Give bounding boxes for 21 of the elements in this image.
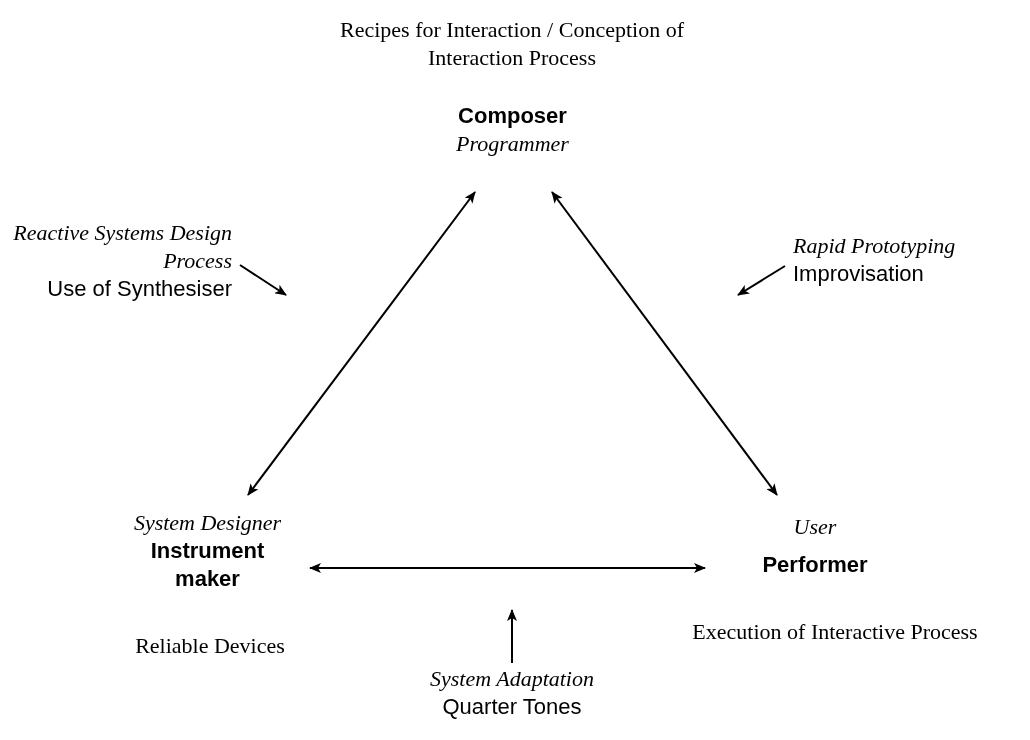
role-label: User <box>792 513 838 541</box>
pointer-arrow <box>737 265 786 296</box>
role-label: System Designer <box>132 509 283 537</box>
role-label: Reactive Systems Design Process <box>12 219 232 275</box>
double-arrow <box>309 563 706 573</box>
activity-label: Quarter Tones <box>441 693 583 721</box>
node-label: Reliable Devices <box>134 632 286 660</box>
role-name: Composer <box>457 102 568 130</box>
double-arrow <box>551 191 778 496</box>
pointer-arrow <box>507 609 517 664</box>
node-label: Recipes for Interaction / Conception of Interaction Process <box>339 16 685 72</box>
activity-label: Use of Synthesiser <box>46 275 232 303</box>
role-label: Programmer <box>455 130 570 158</box>
pointer-arrow <box>239 264 287 296</box>
role-name: Instrument maker <box>149 537 266 593</box>
role-label: Rapid Prototyping <box>793 232 957 260</box>
role-label: System Adaptation <box>429 665 595 693</box>
node-label: Execution of Interactive Process <box>691 618 979 646</box>
role-name: Performer <box>761 551 869 579</box>
double-arrow <box>247 191 476 496</box>
activity-label: Improvisation <box>793 260 925 288</box>
